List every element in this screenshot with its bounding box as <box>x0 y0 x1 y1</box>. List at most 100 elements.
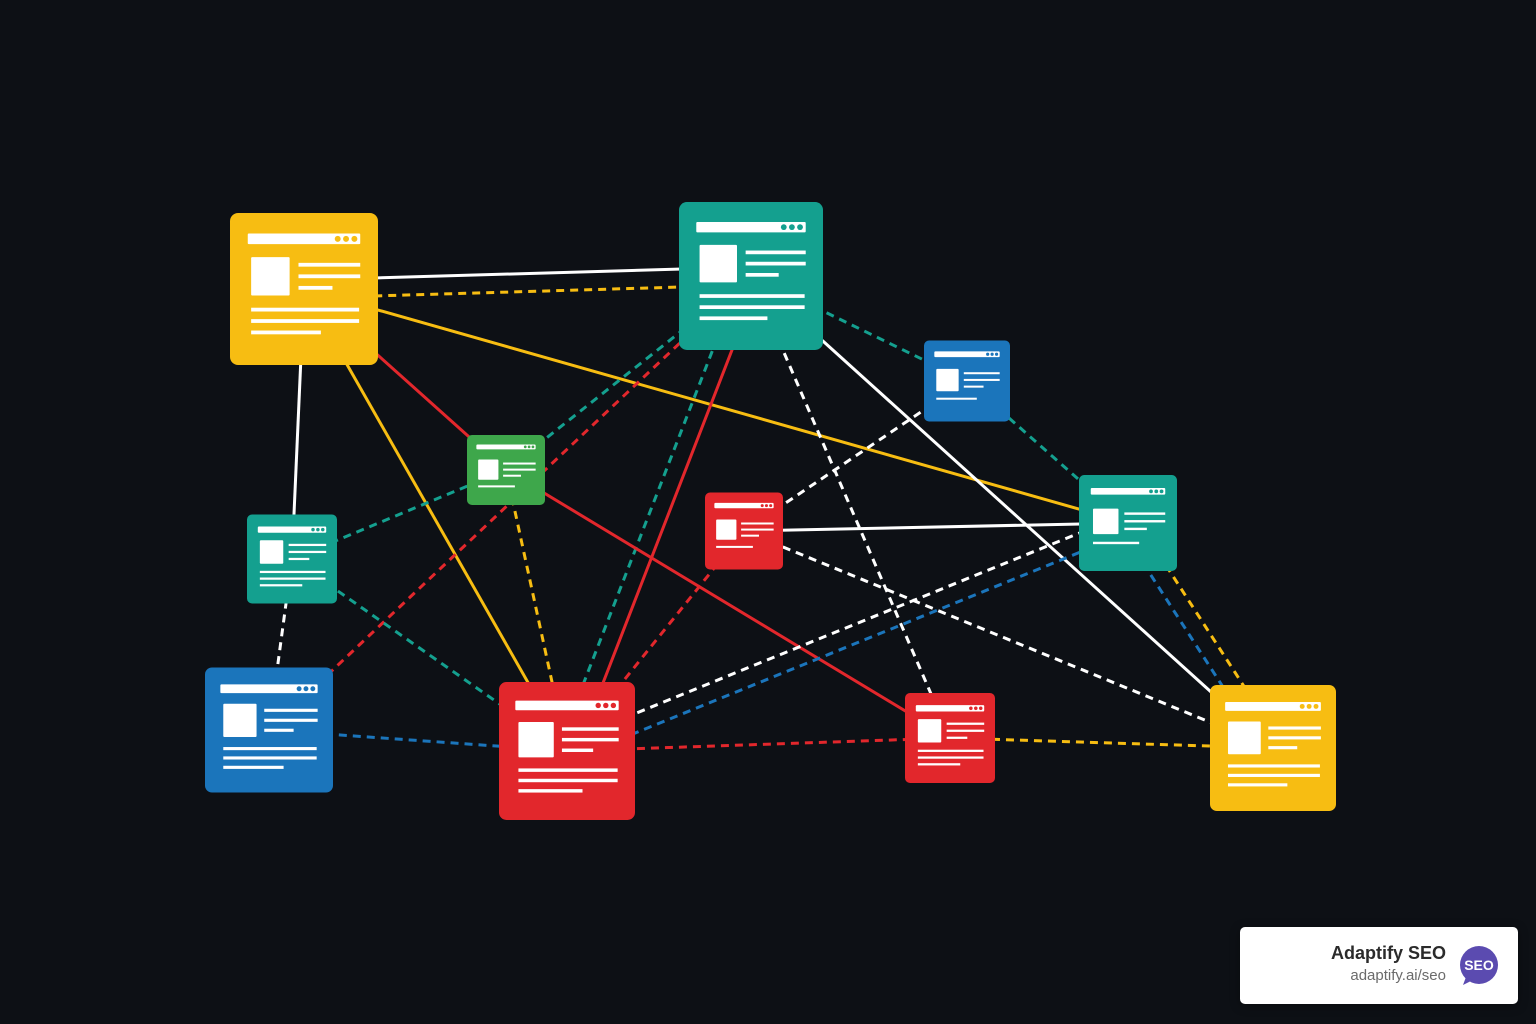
text-line <box>518 778 618 783</box>
link-teal-dashed-12 <box>505 274 752 472</box>
node-card <box>1079 475 1177 571</box>
browser-dot <box>531 445 535 449</box>
browser-bar <box>915 705 985 712</box>
link-yellow-solid-3 <box>302 288 569 752</box>
browser-dot <box>595 702 601 709</box>
browser-dot <box>1149 489 1153 494</box>
link-white-solid-0 <box>303 265 751 282</box>
text-line <box>561 737 619 742</box>
text-line <box>946 729 985 732</box>
image-placeholder <box>936 368 959 392</box>
text-line <box>1268 726 1321 730</box>
browser-bar <box>1090 487 1166 495</box>
browser-dot <box>780 224 787 231</box>
browser-dot <box>296 686 302 692</box>
browser-dot <box>764 504 768 508</box>
text-line <box>963 372 1000 375</box>
browser-bar <box>476 444 536 450</box>
web-page-icon <box>934 351 1000 400</box>
image-placeholder <box>1092 508 1119 535</box>
text-line <box>1124 520 1166 523</box>
web-page-icon <box>515 700 619 793</box>
browser-bar <box>220 684 318 694</box>
web-page-icon <box>1225 702 1321 787</box>
text-line <box>1227 764 1320 768</box>
browser-dot <box>994 352 999 356</box>
web-page-node-red-small-center <box>705 492 783 570</box>
image-placeholder <box>478 459 499 480</box>
text-line <box>946 722 985 725</box>
text-line <box>1124 512 1166 515</box>
browser-dot <box>978 706 983 711</box>
browser-bar <box>696 221 806 233</box>
text-line <box>745 273 779 277</box>
text-line <box>561 748 594 752</box>
browser-dot <box>1306 703 1312 709</box>
browser-bar <box>247 233 361 245</box>
browser-dot <box>334 235 341 242</box>
browser-dot <box>321 527 325 532</box>
text-line <box>917 756 984 759</box>
text-line <box>1268 746 1298 750</box>
text-line <box>699 305 805 309</box>
browser-dot <box>974 706 978 711</box>
browser-dot <box>351 235 358 242</box>
text-line <box>259 570 326 574</box>
link-white-solid-7 <box>749 274 1275 750</box>
link-red-solid-17 <box>505 468 951 740</box>
text-line <box>251 307 360 312</box>
browser-bar <box>257 526 327 533</box>
web-page-node-green-small-center-left <box>467 435 545 505</box>
link-white-solid-20 <box>743 521 1129 533</box>
text-line <box>259 577 326 580</box>
web-page-icon <box>1090 487 1166 545</box>
text-line <box>251 330 321 335</box>
browser-dot <box>1299 703 1305 709</box>
browser-bar <box>515 700 619 711</box>
web-page-icon <box>220 684 318 769</box>
text-line <box>699 316 768 321</box>
browser-dot <box>760 504 764 508</box>
link-red-solid-9 <box>573 278 761 755</box>
web-page-node-blue-large-bottom-left <box>205 667 333 793</box>
image-placeholder <box>518 722 554 758</box>
text-line <box>741 522 774 525</box>
node-card <box>705 492 783 570</box>
web-page-icon <box>476 444 536 488</box>
web-page-node-red-large-bottom-center <box>499 682 635 820</box>
browser-bar <box>1225 702 1321 711</box>
text-line <box>264 728 294 732</box>
text-line <box>223 765 284 769</box>
browser-dot <box>303 686 309 692</box>
browser-dot <box>1159 489 1164 494</box>
web-page-node-teal-medium-left <box>247 514 337 604</box>
browser-dot <box>788 224 795 231</box>
link-white-dashed-21 <box>743 529 1274 750</box>
browser-dot <box>316 527 320 532</box>
text-line <box>716 545 753 548</box>
browser-dot <box>1154 489 1159 494</box>
browser-dot <box>343 235 350 242</box>
web-page-node-yellow-large-top-left <box>230 213 378 365</box>
image-placeholder <box>1227 721 1261 755</box>
image-placeholder <box>716 519 737 540</box>
node-card <box>924 340 1010 422</box>
text-line <box>251 319 360 323</box>
text-line <box>963 378 1000 381</box>
text-line <box>518 768 618 772</box>
brand-watermark-card: Adaptify SEO adaptify.ai/seo SEO <box>1240 927 1518 1004</box>
text-line <box>264 718 318 722</box>
browser-dot <box>797 224 803 231</box>
link-red-dashed-11 <box>267 274 753 732</box>
nodes-layer <box>205 202 1336 820</box>
web-page-node-red-medium-bottom-right <box>905 693 995 783</box>
text-line <box>1227 773 1320 777</box>
image-placeholder <box>223 703 257 738</box>
text-line <box>298 285 333 290</box>
text-line <box>963 385 984 388</box>
web-page-icon <box>247 233 361 335</box>
web-page-icon <box>915 705 985 766</box>
text-line <box>503 462 536 465</box>
text-line <box>1092 541 1140 545</box>
text-line <box>1227 783 1288 787</box>
